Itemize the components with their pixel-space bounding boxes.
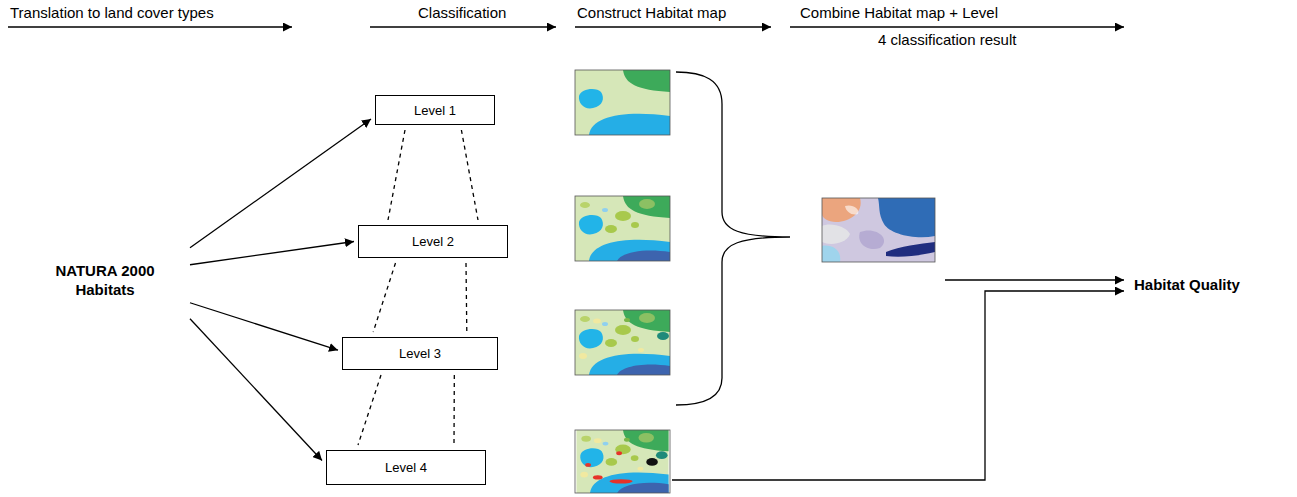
arrow-connector	[190, 242, 354, 265]
habitat-map	[575, 430, 670, 493]
habitat-map	[575, 310, 670, 375]
arrow-connector	[190, 119, 371, 248]
step-label: Translation to land cover types	[10, 4, 214, 21]
level-label: Level 2	[412, 234, 454, 249]
result-label: Habitat Quality	[1134, 276, 1240, 295]
dashed-connector	[465, 263, 467, 332]
habitat-map	[575, 196, 670, 261]
dashed-connector	[453, 375, 455, 445]
node-label: Habitat Quality	[1134, 276, 1240, 295]
arrow-connector	[190, 319, 322, 461]
level-label: Level 3	[399, 346, 441, 361]
dashed-connector	[373, 263, 395, 332]
step-label: Construct Habitat map	[577, 4, 726, 21]
dashed-connector	[461, 130, 478, 220]
source-label: NATURA 2000 Habitats	[45, 262, 165, 300]
level-box: Level 3	[342, 337, 498, 370]
step-label: Classification	[418, 4, 506, 21]
level-box: Level 4	[326, 450, 486, 485]
level-label: Level 4	[385, 460, 427, 475]
node-label: NATURA 2000 Habitats	[45, 262, 165, 300]
dashed-connector	[388, 130, 405, 220]
step-label: Combine Habitat map + Level	[800, 4, 998, 21]
combined-map	[822, 198, 935, 262]
step-label: 4 classification result	[878, 31, 1016, 48]
level-box: Level 2	[358, 225, 508, 258]
curly-bracket	[676, 72, 790, 405]
habitat-map	[575, 70, 670, 135]
result-arrows	[672, 280, 1124, 480]
dashed-connector	[358, 375, 381, 445]
level-box: Level 1	[375, 95, 495, 125]
level-label: Level 1	[414, 103, 456, 118]
step-arrows	[8, 26, 1124, 27]
